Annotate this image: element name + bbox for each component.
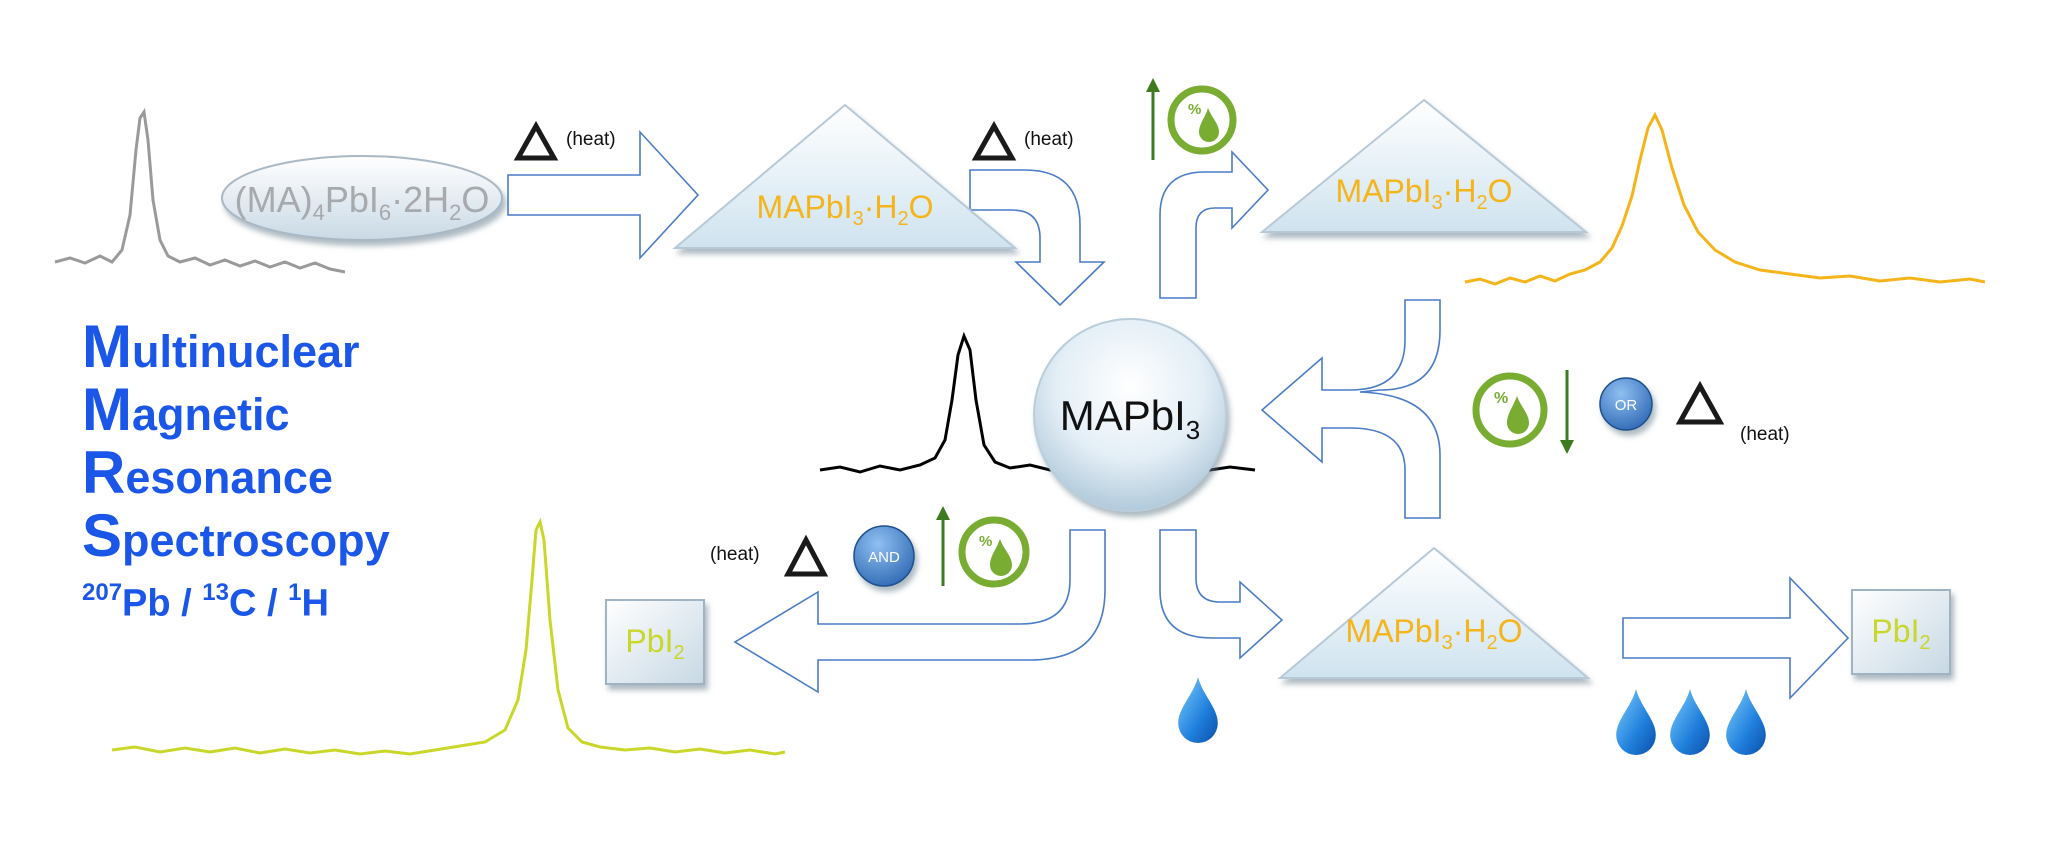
delta-heat-icon [513,120,559,161]
humidity-up-condition-2: % [936,506,1030,588]
heat-condition-4: (heat) [710,534,829,577]
hydrate-label: MAPbI3·H2O [757,189,934,230]
block-arrow-heat-2 [969,169,1106,307]
perovskite-label: MAPbI3 [1060,392,1201,445]
water-drop-icon [1726,689,1766,755]
svg-text:%: % [1188,101,1201,118]
delta-heat-icon [783,534,829,577]
dihydrate-label: (MA)4PbI6·2H2O [235,179,490,225]
or-badge: OR [1599,377,1653,431]
hydrate-label: MAPbI3·H2O [1346,613,1523,654]
nuclei-line: 207Pb / 13C / 1H [82,579,329,625]
lead-iodide-label: PbI2 [625,623,684,664]
heat-condition-3: (heat) [1675,380,1790,445]
svg-text:%: % [1494,390,1508,407]
heat-label: (heat) [566,129,616,150]
and-badge: AND [853,525,915,587]
hydrate-triangle-bottom: MAPbI3·H2O [1277,546,1591,679]
block-arrow-excess-water [1622,576,1850,700]
svg-text:%: % [979,533,992,550]
dihydrate-spectrum [54,107,346,274]
humidity-icon [1167,85,1237,155]
dihydrate-oval [221,155,503,241]
block-arrow-decomposition-left [733,529,1106,694]
title-block: Multinuclear Magnetic Resonance Spectros… [82,313,390,629]
block-arrow-heat-1 [507,129,700,261]
delta-heat-icon [971,120,1017,161]
lead-iodide-label: PbI2 [1871,613,1930,654]
humidity-up-condition: % [1146,78,1237,160]
hydrate-label: MAPbI3·H2O [1336,173,1513,214]
block-arrow-water [1159,529,1284,660]
perovskite-sphere: MAPbI3 [1033,318,1227,512]
svg-text:OR: OR [1615,397,1638,414]
block-arrow-dehydration [1260,299,1441,519]
block-arrow-hydration [1159,149,1270,299]
delta-heat-icon [1675,380,1725,425]
lead-iodide-box-right: PbI2 [1851,589,1951,675]
humidity-icon [1472,372,1548,448]
water-drop-icon [1178,677,1218,743]
water-drop-icon [1670,689,1710,755]
title-line-1: Multinuclear [82,313,360,380]
heat-label: (heat) [710,544,760,565]
title-line-4: Spectroscopy [82,502,390,569]
hydrate-triangle-top-right: MAPbI3·H2O [1259,98,1589,233]
lead-iodide-spectrum [111,517,786,756]
heat-condition-1: (heat) [513,120,616,161]
title-line-3: Resonance [82,439,333,506]
heat-condition-2: (heat) [971,120,1074,161]
water-drop-icon [1616,689,1656,755]
hydrate-triangle-top-left: MAPbI3·H2O [672,103,1018,249]
heat-label: (heat) [1740,424,1790,445]
humidity-down-condition: % [1472,370,1574,454]
title-line-2: Magnetic [82,376,290,443]
hydrate-spectrum [1464,111,1986,286]
heat-label: (heat) [1024,129,1074,150]
svg-text:AND: AND [868,549,900,566]
lead-iodide-box-left: PbI2 [605,599,705,685]
